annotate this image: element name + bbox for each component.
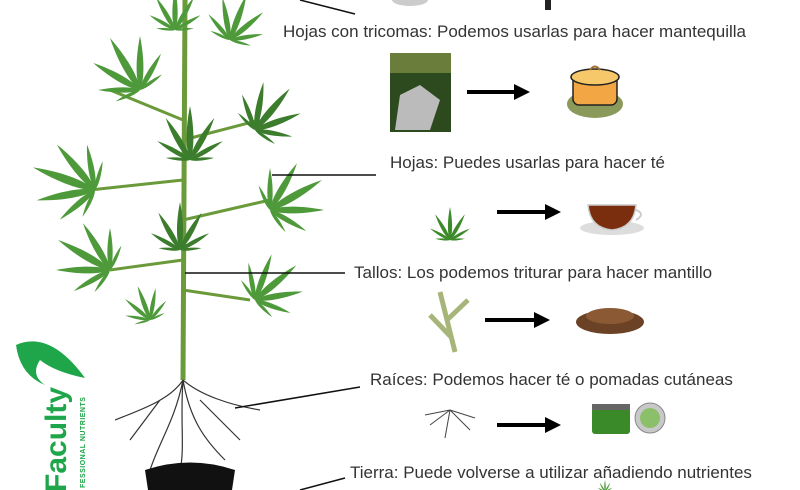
tea-cup-icon [580,204,644,235]
logo-tagline: FESSIONAL NUTRIENTS [80,396,87,488]
connector-lines [185,0,376,490]
roots [114,379,261,471]
logo-name: Faculty [40,386,73,490]
leaf-icon [429,207,470,241]
label-raices: Raíces: Podemos hacer té o pomadas cután… [370,370,733,389]
cannabis-plant [19,0,341,381]
label-tierra: Tierra: Puede volverse a utilizar añadie… [350,463,752,482]
stem-icon [428,291,470,353]
label-hojas: Hojas: Puedes usarlas para hacer té [390,153,665,172]
top-item-icon [392,0,428,6]
mulch-icon [576,308,644,334]
root-icon [424,409,476,439]
trimming-photo-icon [390,53,451,132]
label-hojas-con-tricomas: Hojas con tricomas: Podemos usarlas para… [283,22,747,41]
pot [145,462,235,490]
top-item-icon [545,0,551,10]
faculty-logo-mark [16,341,85,385]
arrows [467,84,561,433]
butter-pot-icon [567,65,623,118]
cream-jars-icon [592,402,666,434]
label-tallos: Tallos: Los podemos triturar para hacer … [354,263,713,282]
